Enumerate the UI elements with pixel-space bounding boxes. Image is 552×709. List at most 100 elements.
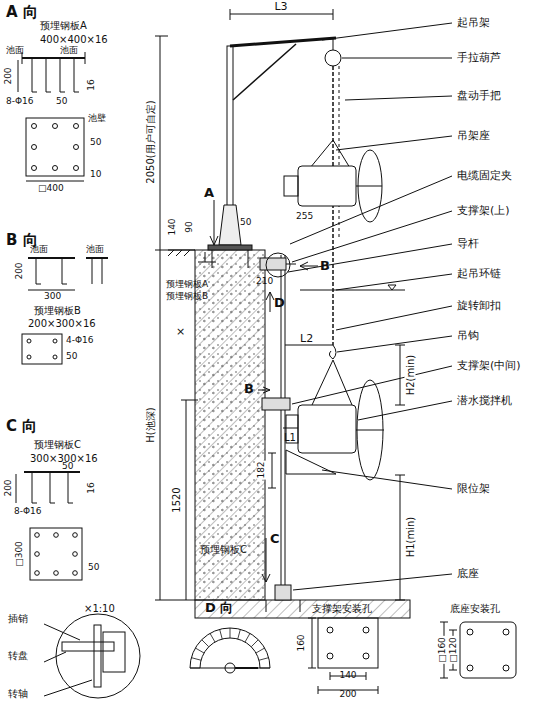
dimension-label: 50 <box>62 462 73 472</box>
installation-view-stroke <box>395 345 405 405</box>
detail-views-stroke <box>44 624 92 696</box>
dimension-label: 底座安装孔 <box>450 603 500 614</box>
installation-view-stroke <box>286 264 296 265</box>
detail-views-stroke <box>22 57 85 59</box>
dimension-label: 转盘 <box>8 650 28 661</box>
detail-views-stroke-stroke <box>238 629 241 639</box>
dimension-label: 预埋钢板B <box>34 305 81 316</box>
installation-view-stroke <box>357 380 383 480</box>
dimension-label: 50 <box>56 97 67 107</box>
detail-views-stroke <box>103 632 125 672</box>
dimension-label: 160 <box>297 633 307 652</box>
installation-view-stroke <box>262 398 290 410</box>
detail-views-stroke <box>26 118 84 176</box>
detail-views-stroke <box>32 472 73 503</box>
dimension-label: C 向 <box>6 418 37 435</box>
installation-view <box>155 9 452 618</box>
dimension-label: 140 <box>168 217 178 236</box>
installation-view-stroke <box>212 250 248 268</box>
dimension-label: 16 <box>87 481 97 494</box>
dimension-label: H2(min) <box>405 354 416 397</box>
dimension-label: A <box>204 186 214 200</box>
callout-label: 起吊架 <box>456 17 491 29</box>
dimension-label: □160 <box>438 636 448 664</box>
dimension-label: H(池深) <box>145 406 156 443</box>
installation-view-stroke <box>227 46 233 216</box>
detail-views-stroke <box>503 629 509 635</box>
dimension-label: 200×300×16 <box>28 318 96 329</box>
dimension-label: 转轴 <box>8 688 28 699</box>
detail-views-stroke <box>26 181 84 182</box>
installation-view-stroke <box>339 66 340 240</box>
dimension-label: 300 <box>44 292 61 302</box>
dimension-label: 200 <box>15 261 25 280</box>
detail-views-stroke-stroke <box>260 668 270 669</box>
installation-view-stroke <box>266 292 274 312</box>
detail-views-stroke <box>73 571 78 576</box>
installation-view-stroke <box>356 430 384 431</box>
installation-view-stroke <box>310 140 350 168</box>
installation-view-stroke <box>333 38 334 50</box>
dimension-label: 90 <box>185 220 195 233</box>
dimension-label: 4-Φ16 <box>66 336 94 346</box>
installation-view-stroke <box>195 250 265 600</box>
detail-views-stroke <box>318 618 378 668</box>
installation-view-stroke <box>195 600 410 618</box>
dimension-label: 池壁 <box>88 114 106 124</box>
detail-views-stroke <box>28 290 75 291</box>
dimension-label: 140 <box>339 671 356 681</box>
dimension-label: 预埋钢板A <box>40 20 87 31</box>
dimension-label: 池面 <box>6 46 24 56</box>
detail-views-stroke <box>92 258 102 284</box>
detail-views-stroke <box>56 614 140 698</box>
installation-view-stroke <box>266 253 290 277</box>
installation-view-stroke <box>210 200 218 245</box>
detail-views-stroke <box>460 622 516 678</box>
installation-view-stroke <box>283 428 298 429</box>
dimension-label: H1(min) <box>405 516 416 559</box>
detail-views-stroke <box>467 665 473 671</box>
detail-views-stroke <box>16 474 17 503</box>
detail-views-stroke <box>32 166 37 171</box>
dimension-label: L3 <box>274 1 287 13</box>
detail-views-stroke <box>363 627 369 633</box>
dimension-label: D 向 <box>205 601 233 615</box>
dimension-label: ×1:10 <box>84 603 115 614</box>
dimension-label: 预埋钢板B <box>166 292 208 302</box>
dimension-label: 10 <box>90 170 101 180</box>
dimension-label: 200 <box>339 690 356 700</box>
dimension-label: 16 <box>87 78 97 91</box>
installation-view-stroke <box>262 538 270 582</box>
detail-views-stroke <box>22 334 62 364</box>
detail-views-stroke <box>36 258 67 284</box>
dimension-label: 255 <box>296 212 313 222</box>
dimension-label: 池面 <box>60 46 78 56</box>
installation-view-stroke <box>288 23 452 590</box>
installation-view-stroke <box>233 44 296 100</box>
installation-view-stroke <box>155 36 168 250</box>
detail-views-stroke <box>85 52 86 64</box>
detail-views-stroke <box>74 124 79 129</box>
dimension-label: □400 <box>38 184 64 194</box>
callout-label: 吊架座 <box>456 130 491 142</box>
installation-view-stroke <box>395 475 405 600</box>
installation-view-stroke <box>356 186 382 187</box>
dimension-label: L1 <box>284 432 296 443</box>
dimension-label: 池面 <box>30 245 48 255</box>
dimension-label: 插销 <box>8 613 28 624</box>
detail-views-stroke <box>235 667 258 669</box>
detail-views-stroke-stroke <box>210 633 215 642</box>
detail-views-stroke <box>30 528 82 580</box>
installation-view-stroke <box>298 166 356 206</box>
detail-views-stroke <box>32 58 79 92</box>
detail-views-stroke <box>503 665 509 671</box>
callout-label: 导杆 <box>456 238 480 250</box>
dimension-label: 支撑架安装孔 <box>312 603 372 614</box>
callout-label: 吊钩 <box>456 330 480 342</box>
detail-views-stroke-stroke <box>220 629 223 639</box>
callout-label: 旋转卸扣 <box>456 300 502 312</box>
detail-views-stroke <box>18 60 19 92</box>
callout-label: 电缆固定夹 <box>456 170 513 182</box>
dimension-label: L2 <box>300 333 313 345</box>
detail-views-stroke <box>363 653 369 659</box>
